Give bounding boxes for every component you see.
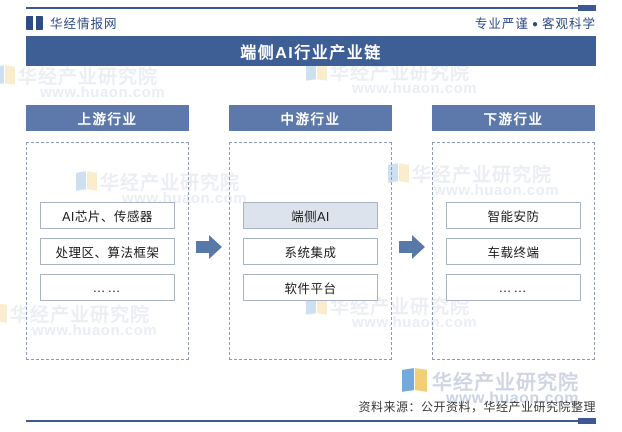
item-downstream-3[interactable]: …… <box>446 273 581 301</box>
watermark-url: www.huaon.com <box>40 84 166 101</box>
item-upstream-2[interactable]: 处理区、算法框架 <box>40 237 175 265</box>
column-body-downstream: 智能安防 车载终端 …… <box>432 142 595 360</box>
watermark-url: www.huaon.com <box>352 80 478 97</box>
column-upstream: 上游行业 AI芯片、传感器 处理区、算法框架 …… <box>26 105 189 360</box>
brand-name: 华经情报网 <box>50 17 118 31</box>
tagline-separator-dot: ● <box>531 19 539 31</box>
top-rule-end-cap <box>578 5 596 11</box>
watermark-logo-icon <box>0 64 16 85</box>
column-header-midstream: 中游行业 <box>229 105 392 131</box>
watermark-name: 华经产业研究院 <box>18 67 159 88</box>
watermark-logo-icon <box>0 302 8 323</box>
item-upstream-1[interactable]: AI芯片、传感器 <box>40 201 175 229</box>
item-midstream-1[interactable]: 端侧AI <box>243 201 378 229</box>
chart-title-bar: 端侧AI行业产业链 <box>26 36 596 66</box>
column-body-midstream: 端侧AI 系统集成 软件平台 <box>229 142 392 360</box>
brand-bar: 华经情报网 专业严谨●客观科学 <box>26 11 596 34</box>
source-note: 资料来源：公开资料，华经产业研究院整理 <box>358 400 596 414</box>
item-downstream-1[interactable]: 智能安防 <box>446 201 581 229</box>
column-body-upstream: AI芯片、传感器 处理区、算法框架 …… <box>26 142 189 360</box>
arrow-right-icon <box>399 234 425 259</box>
arrow-right-icon <box>196 234 222 259</box>
column-midstream: 中游行业 端侧AI 系统集成 软件平台 <box>229 105 392 360</box>
tagline-right: 客观科学 <box>541 17 596 31</box>
column-header-downstream: 下游行业 <box>432 105 595 131</box>
column-downstream: 下游行业 智能安防 车载终端 …… <box>432 105 595 360</box>
item-midstream-2[interactable]: 系统集成 <box>243 237 378 265</box>
item-downstream-2[interactable]: 车载终端 <box>446 237 581 265</box>
bottom-divider-rule <box>26 418 596 424</box>
watermark-name: 华经产业研究院 <box>432 372 579 394</box>
column-header-upstream: 上游行业 <box>26 105 189 131</box>
page-title: 端侧AI行业产业链 <box>240 45 382 62</box>
arrow-gap-1 <box>189 105 229 370</box>
item-upstream-3[interactable]: …… <box>40 273 175 301</box>
open-book-icon <box>26 15 43 30</box>
top-divider-rule <box>26 5 596 11</box>
brand-tagline: 专业严谨●客观科学 <box>475 13 596 32</box>
brand-identity: 华经情报网 <box>26 13 118 32</box>
bottom-rule-end-cap <box>578 418 596 424</box>
arrow-gap-2 <box>392 105 432 370</box>
tagline-left: 专业严谨 <box>474 17 529 31</box>
watermark-logo-icon <box>402 367 428 392</box>
item-midstream-3[interactable]: 软件平台 <box>243 273 378 301</box>
industry-chain-columns: 上游行业 AI芯片、传感器 处理区、算法框架 …… 中游行业 端侧AI 系统集成… <box>26 105 596 370</box>
